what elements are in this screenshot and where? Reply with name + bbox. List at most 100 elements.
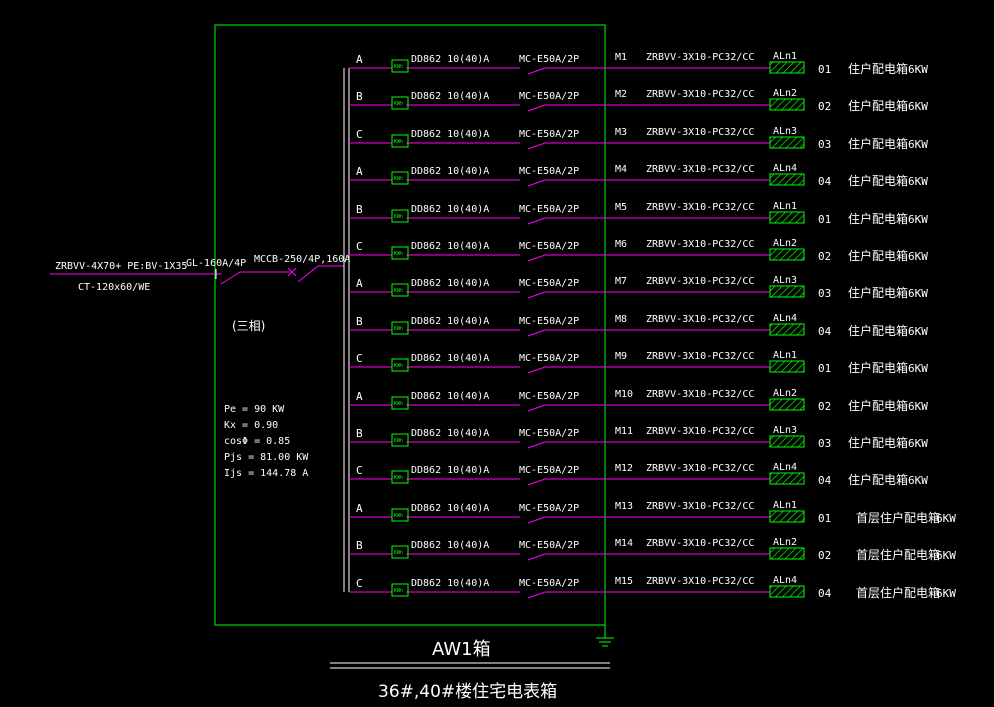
- box-label: ALn3: [773, 126, 797, 137]
- box-label: ALn1: [773, 500, 797, 511]
- load-calculation: Pe = 90 KW Kx = 0.90 cosΦ = 0.85 Pjs = 8…: [224, 404, 309, 479]
- breaker-label: MC-E50A/2P: [519, 353, 579, 364]
- box-number: 02: [818, 549, 831, 562]
- circuit-id: M13: [615, 501, 633, 512]
- meter-glyph: KWh: [394, 475, 403, 481]
- load-box: [769, 136, 805, 149]
- meter-label: DD862 10(40)A: [411, 428, 489, 439]
- phase-label: A: [356, 390, 363, 403]
- breaker-contact: [527, 291, 546, 299]
- load-value: 6KW: [908, 287, 928, 300]
- meter-glyph: KWh: [394, 64, 403, 70]
- circuit-id: M15: [615, 576, 633, 587]
- circuit-id: M6: [615, 239, 627, 250]
- meter-label: DD862 10(40)A: [411, 578, 489, 589]
- load-box: [769, 98, 805, 111]
- breaker-contact: [527, 591, 546, 599]
- box-description: 住户配电箱: [848, 136, 908, 151]
- meter-box: [391, 246, 409, 260]
- load-box: [769, 360, 805, 373]
- breaker-label: MC-E50A/2P: [519, 278, 579, 289]
- cable-label: ZRBVV-3X10-PC32/CC: [646, 389, 754, 400]
- incoming-feeder: ZRBVV-4X70+ PE:BV-1X35 CT-120x60/WE GL-1…: [50, 254, 350, 333]
- breaker-contact: [527, 441, 546, 449]
- breaker-contact: [527, 217, 546, 225]
- phase-label: C: [356, 240, 363, 253]
- main-breaker-label: MCCB-250/4P,160A: [254, 254, 350, 265]
- breaker-label: MC-E50A/2P: [519, 428, 579, 439]
- load-box: [769, 323, 805, 336]
- box-number: 01: [818, 63, 831, 76]
- box-number: 01: [818, 362, 831, 375]
- meter-box: [391, 171, 409, 185]
- box-description: 住户配电箱: [848, 211, 908, 226]
- load-box: [769, 248, 805, 261]
- cable-label: ZRBVV-3X10-PC32/CC: [646, 538, 754, 549]
- load-box: [769, 510, 805, 523]
- circuit-id: M7: [615, 276, 627, 287]
- box-description: 住户配电箱: [848, 173, 908, 188]
- meter-label: DD862 10(40)A: [411, 129, 489, 140]
- calc-pe: Pe = 90 KW: [224, 404, 285, 415]
- box-description: 住户配电箱: [848, 435, 908, 450]
- meter-glyph: KWh: [394, 588, 403, 594]
- load-value: 6KW: [936, 587, 956, 600]
- phase-label: A: [356, 53, 363, 66]
- meter-glyph: KWh: [394, 288, 403, 294]
- ground-symbol: [596, 625, 614, 647]
- breaker-label: MC-E50A/2P: [519, 204, 579, 215]
- breaker-contact: [527, 104, 546, 112]
- meter-box: [391, 433, 409, 447]
- meter-glyph: KWh: [394, 513, 403, 519]
- breaker-label: MC-E50A/2P: [519, 540, 579, 551]
- cable-label: ZRBVV-3X10-PC32/CC: [646, 127, 754, 138]
- meter-glyph: KWh: [394, 550, 403, 556]
- calc-ijs: Ijs = 144.78 A: [224, 468, 308, 479]
- load-value: 6KW: [908, 63, 928, 76]
- box-description: 住户配电箱: [848, 472, 908, 487]
- box-number: 03: [818, 138, 831, 151]
- circuit-row: KWh C DD862 10(40)A MC-E50A/2P M15 ZRBVV-3X10…: [349, 575, 956, 600]
- phase-label: B: [356, 427, 363, 440]
- phase-label: A: [356, 277, 363, 290]
- cable-label: ZRBVV-3X10-PC32/CC: [646, 89, 754, 100]
- box-number: 01: [818, 213, 831, 226]
- box-label: ALn1: [773, 201, 797, 212]
- circuit-id: M4: [615, 164, 627, 175]
- meter-box: [391, 358, 409, 372]
- breaker-contact: [527, 179, 546, 187]
- box-label: ALn1: [773, 350, 797, 361]
- phase-label: C: [356, 128, 363, 141]
- load-value: 6KW: [908, 250, 928, 263]
- box-description: 住户配电箱: [848, 98, 908, 113]
- box-label: ALn4: [773, 163, 797, 174]
- box-label: ALn2: [773, 238, 797, 249]
- phase-label: C: [356, 577, 363, 590]
- cable-label: ZRBVV-3X10-PC32/CC: [646, 202, 754, 213]
- box-title: AW1箱: [432, 639, 491, 660]
- meter-label: DD862 10(40)A: [411, 540, 489, 551]
- meter-box: [391, 583, 409, 597]
- load-box: [769, 398, 805, 411]
- box-description: 住户配电箱: [848, 248, 908, 263]
- breaker-label: MC-E50A/2P: [519, 578, 579, 589]
- meter-box: [391, 134, 409, 148]
- meter-glyph: KWh: [394, 139, 403, 145]
- enclosure-frame: [214, 24, 606, 626]
- cable-label: ZRBVV-3X10-PC32/CC: [646, 501, 754, 512]
- box-label: ALn3: [773, 275, 797, 286]
- meter-glyph: KWh: [394, 401, 403, 407]
- cable-label: ZRBVV-3X10-PC32/CC: [646, 576, 754, 587]
- meter-box: [391, 508, 409, 522]
- meter-box: [391, 283, 409, 297]
- meter-label: DD862 10(40)A: [411, 316, 489, 327]
- load-value: 6KW: [908, 362, 928, 375]
- box-number: 04: [818, 474, 832, 487]
